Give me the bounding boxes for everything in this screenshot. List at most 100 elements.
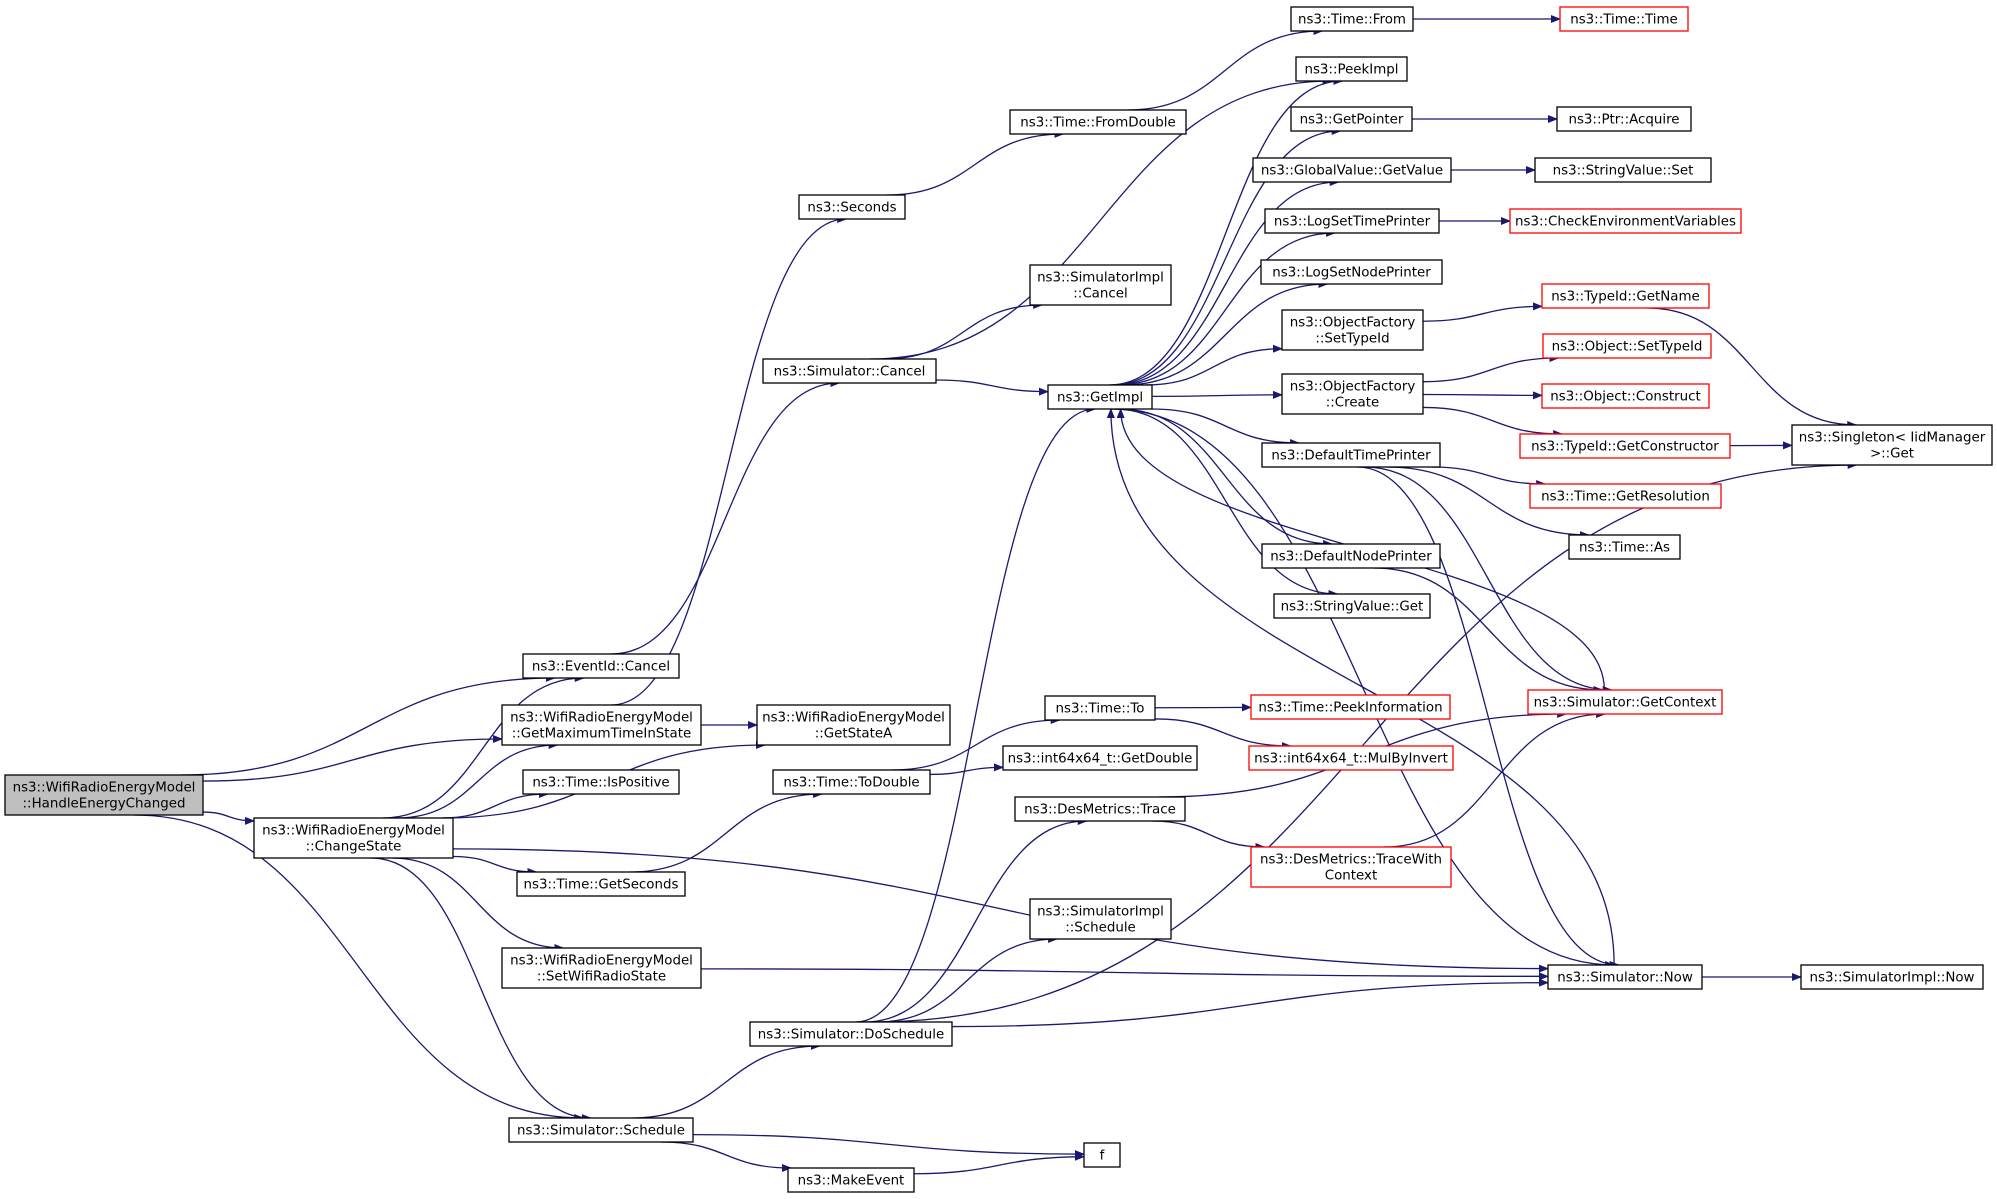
node-label: ns3::Simulator::GetContext bbox=[1534, 696, 1717, 711]
node-setwifiradiostate[interactable]: ns3::WifiRadioEnergyModel::SetWifiRadioS… bbox=[501, 947, 702, 989]
node-seconds[interactable]: ns3::Seconds bbox=[798, 194, 906, 220]
edge-objfactory_create-to-typeid_getconstructor bbox=[1422, 406, 1564, 438]
node-fromdouble[interactable]: ns3::Time::FromDouble bbox=[1009, 109, 1187, 135]
node-getseconds[interactable]: ns3::Time::GetSeconds bbox=[516, 871, 686, 897]
node-stringvalue-get[interactable]: ns3::StringValue::Get bbox=[1273, 593, 1431, 619]
node-box bbox=[1014, 796, 1186, 822]
edge-changestate-to-sim_schedule bbox=[370, 857, 592, 1122]
edges-layer bbox=[133, 15, 1858, 1175]
node-logsetnodeprinter[interactable]: ns3::LogSetNodePrinter bbox=[1260, 259, 1443, 285]
node-box bbox=[1252, 157, 1452, 183]
node-simimpl-schedule[interactable]: ns3::SimulatorImpl::Schedule bbox=[1029, 898, 1172, 940]
node-label: ns3::Simulator::DoSchedule bbox=[758, 1028, 944, 1043]
node-label: ns3::WifiRadioEnergyModel bbox=[13, 781, 196, 796]
node-eventid-cancel[interactable]: ns3::EventId::Cancel bbox=[522, 653, 680, 679]
node-box bbox=[1295, 56, 1408, 82]
node-time-to[interactable]: ns3::Time::To bbox=[1044, 695, 1156, 721]
node-getimpl[interactable]: ns3::GetImpl bbox=[1047, 384, 1153, 410]
node-box bbox=[1002, 745, 1198, 771]
node-singleton-get[interactable]: ns3::Singleton< IidManager >::Get bbox=[1791, 424, 1993, 466]
node-sim-cancel[interactable]: ns3::Simulator::Cancel bbox=[762, 358, 937, 384]
node-label: ns3::WifiRadioEnergyModel bbox=[262, 824, 445, 839]
node-simimpl-now[interactable]: ns3::SimulatorImpl::Now bbox=[1800, 964, 1984, 990]
node-int64-mulbyinvert[interactable]: ns3::int64x64_t::MulByInvert bbox=[1248, 745, 1454, 771]
node-defaultnodeprinter[interactable]: ns3::DefaultNodePrinter bbox=[1261, 543, 1441, 569]
node-doschedule[interactable]: ns3::Simulator::DoSchedule bbox=[749, 1021, 953, 1047]
node-box bbox=[1029, 264, 1172, 306]
node-root[interactable]: ns3::WifiRadioEnergyModel::HandleEnergyC… bbox=[4, 774, 204, 816]
node-objfactory-create[interactable]: ns3::ObjectFactory::Create bbox=[1281, 373, 1424, 415]
node-label: ns3::Time::GetSeconds bbox=[524, 878, 679, 893]
node-getpointer[interactable]: ns3::GetPointer bbox=[1290, 106, 1413, 132]
node-box bbox=[1290, 106, 1413, 132]
node-box bbox=[1250, 694, 1451, 720]
node-time-from[interactable]: ns3::Time::From bbox=[1290, 6, 1414, 32]
node-box bbox=[1281, 309, 1424, 351]
edge-objfactory_create-to-object_construct bbox=[1422, 391, 1543, 400]
node-typeid-getname[interactable]: ns3::TypeId::GetName bbox=[1541, 283, 1710, 309]
edge-getmaxtime-to-seconds bbox=[611, 215, 848, 706]
edge-changestate-to-sim_now bbox=[452, 848, 1549, 973]
node-globalvalue-getvalue[interactable]: ns3::GlobalValue::GetValue bbox=[1252, 157, 1452, 183]
edge-sim_schedule-to-f bbox=[692, 1133, 1085, 1159]
node-f[interactable]: f bbox=[1083, 1142, 1121, 1168]
edge-eventid_cancel-to-sim_cancel bbox=[611, 379, 841, 655]
node-label: ns3::TypeId::GetName bbox=[1551, 290, 1700, 305]
node-time-as[interactable]: ns3::Time::As bbox=[1568, 534, 1681, 560]
node-time-getresolution[interactable]: ns3::Time::GetResolution bbox=[1529, 483, 1722, 509]
node-box bbox=[1568, 534, 1681, 560]
node-desmetrics-trace[interactable]: ns3::DesMetrics::Trace bbox=[1014, 796, 1186, 822]
node-typeid-getconstructor[interactable]: ns3::TypeId::GetConstructor bbox=[1519, 433, 1731, 459]
node-box bbox=[1800, 964, 1984, 990]
node-sim-now[interactable]: ns3::Simulator::Now bbox=[1547, 964, 1703, 990]
node-object-construct[interactable]: ns3::Object::Construct bbox=[1541, 383, 1710, 409]
node-label: ::ChangeState bbox=[306, 840, 402, 855]
node-changestate[interactable]: ns3::WifiRadioEnergyModel::ChangeState bbox=[253, 817, 454, 859]
node-todouble[interactable]: ns3::Time::ToDouble bbox=[772, 769, 931, 795]
node-label: ns3::Seconds bbox=[807, 201, 896, 216]
node-label: ns3::Time::IsPositive bbox=[532, 776, 669, 791]
node-label: ::SetWifiRadioState bbox=[537, 970, 666, 985]
node-box bbox=[4, 774, 204, 816]
node-label: ns3::TypeId::GetConstructor bbox=[1531, 440, 1719, 455]
node-objfactory-settypeid[interactable]: ns3::ObjectFactory::SetTypeId bbox=[1281, 309, 1424, 351]
node-label: ns3::Object::SetTypeId bbox=[1552, 340, 1703, 355]
edge-desmetrics_trace-to-desmetrics_tracewithcontext bbox=[1151, 820, 1266, 851]
node-label: ns3::Time::To bbox=[1056, 702, 1145, 717]
nodes-layer: ns3::WifiRadioEnergyModel::HandleEnergyC… bbox=[4, 6, 1993, 1193]
node-time-peekinfo[interactable]: ns3::Time::PeekInformation bbox=[1250, 694, 1451, 720]
node-peekimpl[interactable]: ns3::PeekImpl bbox=[1295, 56, 1408, 82]
edge-todouble-to-int64_getdouble bbox=[929, 763, 1004, 776]
node-object-settypeid[interactable]: ns3::Object::SetTypeId bbox=[1542, 333, 1712, 359]
node-logsettimeprinter[interactable]: ns3::LogSetTimePrinter bbox=[1264, 208, 1440, 234]
node-simimpl-cancel[interactable]: ns3::SimulatorImpl::Cancel bbox=[1029, 264, 1172, 306]
node-stringvalue-set[interactable]: ns3::StringValue::Set bbox=[1534, 157, 1712, 183]
node-checkenvvars[interactable]: ns3::CheckEnvironmentVariables bbox=[1509, 208, 1742, 234]
node-label: ns3::WifiRadioEnergyModel bbox=[510, 954, 693, 969]
edge-getimpl-to-defaulttimeprinter bbox=[1151, 408, 1301, 447]
edge-root-to-changestate bbox=[202, 811, 255, 825]
node-int64-getdouble[interactable]: ns3::int64x64_t::GetDouble bbox=[1002, 745, 1198, 771]
node-box bbox=[1547, 964, 1703, 990]
node-box bbox=[1047, 384, 1153, 410]
node-label: >::Get bbox=[1870, 447, 1914, 462]
node-getmaxtime[interactable]: ns3::WifiRadioEnergyModel::GetMaximumTim… bbox=[501, 704, 702, 746]
node-box bbox=[1529, 483, 1722, 509]
node-sim-schedule[interactable]: ns3::Simulator::Schedule bbox=[508, 1117, 694, 1143]
node-defaulttimeprinter[interactable]: ns3::DefaultTimePrinter bbox=[1261, 442, 1441, 468]
node-label: ns3::ObjectFactory bbox=[1290, 380, 1416, 395]
node-sim-getcontext[interactable]: ns3::Simulator::GetContext bbox=[1527, 689, 1723, 715]
node-ptr-acquire[interactable]: ns3::Ptr::Acquire bbox=[1556, 106, 1692, 132]
edge-getimpl-to-peekimpl bbox=[1109, 77, 1344, 386]
node-label: ns3::Simulator::Cancel bbox=[774, 365, 926, 380]
node-box bbox=[1527, 689, 1723, 715]
node-getstatea[interactable]: ns3::WifiRadioEnergyModel::GetStateA bbox=[756, 704, 951, 746]
edge-fromdouble-to-time_from bbox=[1127, 27, 1324, 111]
node-ispositive[interactable]: ns3::Time::IsPositive bbox=[522, 769, 680, 795]
node-time-time[interactable]: ns3::Time::Time bbox=[1559, 6, 1689, 32]
node-makeevent[interactable]: ns3::MakeEvent bbox=[787, 1167, 915, 1193]
node-label: ns3::Time::ToDouble bbox=[783, 776, 919, 791]
edge-sim_now-to-getimpl bbox=[1106, 408, 1615, 966]
